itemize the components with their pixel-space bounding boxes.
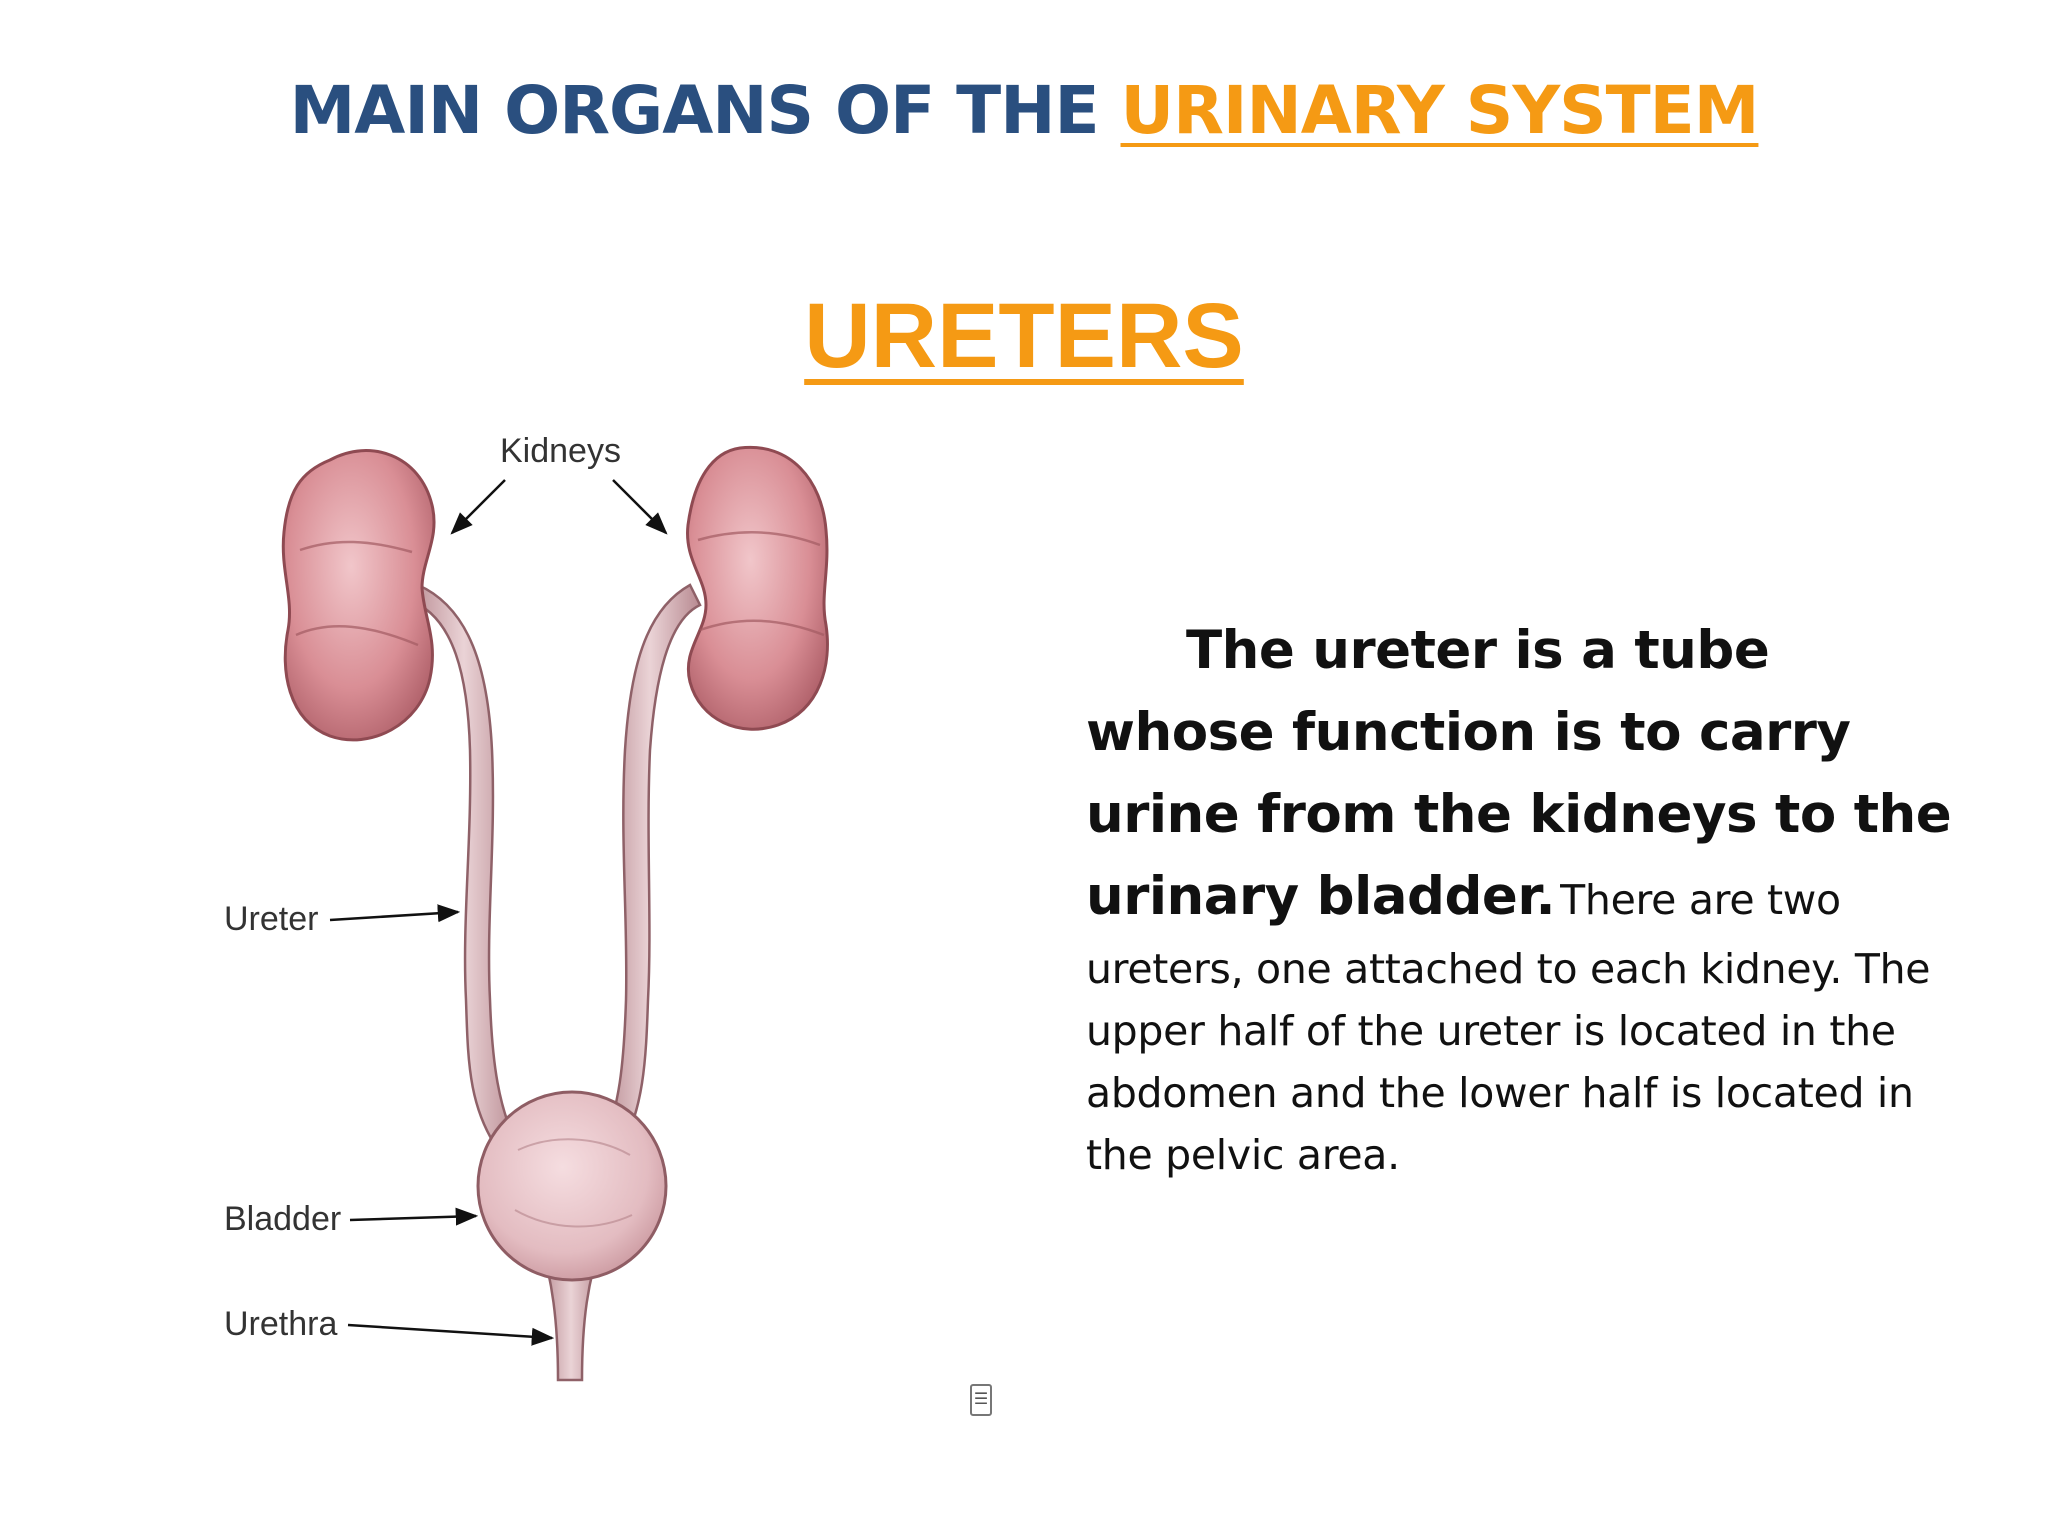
title-main: MAIN ORGANS OF THE bbox=[289, 72, 1121, 149]
slide-subtitle: URETERS bbox=[804, 285, 1244, 387]
description-normal: There are two ureters, one attached to e… bbox=[1086, 876, 1931, 1179]
urinary-system-diagram: Kidneys Ureter Bladder Urethra bbox=[200, 420, 1060, 1420]
label-bladder: Bladder bbox=[224, 1200, 341, 1238]
label-urethra: Urethra bbox=[224, 1305, 337, 1343]
bladder bbox=[476, 1090, 668, 1282]
label-kidneys: Kidneys bbox=[500, 432, 621, 470]
arrow-bladder bbox=[349, 1207, 479, 1226]
left-kidney bbox=[281, 449, 436, 742]
title-accent: URINARY SYSTEM bbox=[1120, 72, 1760, 149]
arrow-urethra bbox=[347, 1323, 555, 1346]
label-ureter: Ureter bbox=[224, 900, 318, 938]
description-bold: The ureter is a tube whose function is t… bbox=[1086, 620, 1952, 927]
arrow-kidneys-right bbox=[612, 479, 668, 535]
right-ureter bbox=[598, 583, 702, 1157]
small-mark-icon: ☰ bbox=[970, 1384, 992, 1416]
description: The ureter is a tube whose function is t… bbox=[1086, 610, 1966, 1186]
arrow-ureter bbox=[329, 904, 461, 923]
arrow-kidneys-left bbox=[450, 479, 506, 535]
right-kidney bbox=[686, 445, 829, 731]
slide-title: MAIN ORGANS OF THE URINARY SYSTEM bbox=[0, 78, 2048, 144]
